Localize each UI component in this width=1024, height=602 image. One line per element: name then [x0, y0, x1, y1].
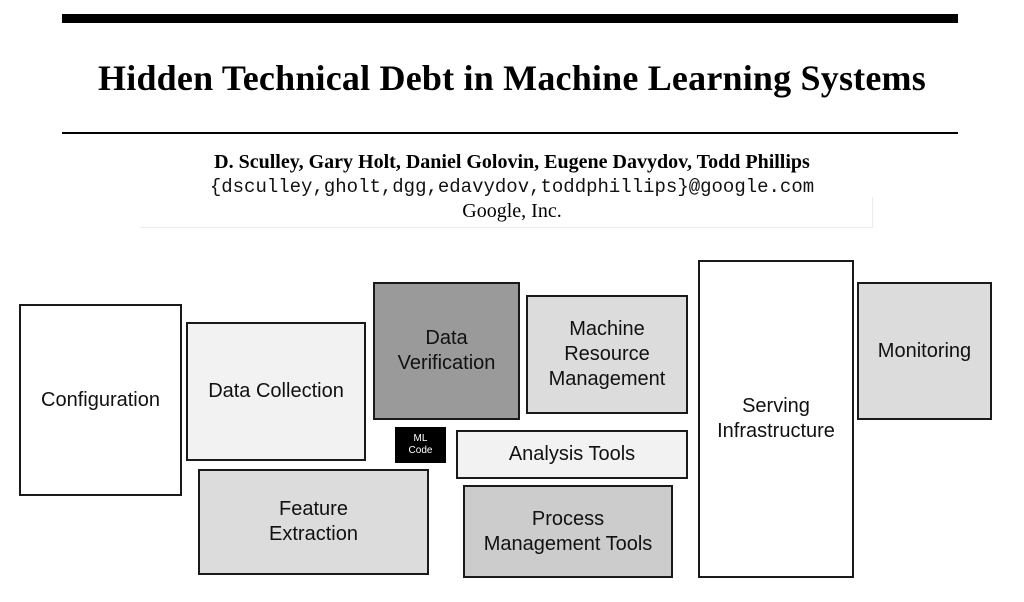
- monitoring-label: Monitoring: [877, 339, 972, 362]
- affiliation-frame: [140, 197, 873, 228]
- data-collection-box: Data Collection: [186, 322, 366, 461]
- analysis-tools-box: Analysis Tools: [456, 430, 688, 479]
- top-rule: [62, 14, 958, 23]
- authors-line: D. Sculley, Gary Holt, Daniel Golovin, E…: [214, 151, 810, 173]
- serving-infrastructure-box: Serving Infrastructure: [698, 260, 854, 578]
- machine-resource-management-box: Machine Resource Management: [526, 295, 688, 414]
- affiliation-line: Google, Inc.: [462, 200, 562, 222]
- process-management-tools-box: Process Management Tools: [463, 485, 673, 578]
- feature-extraction-label: Feature Extraction: [269, 498, 358, 545]
- monitoring-box: Monitoring: [857, 282, 992, 420]
- title-rule: [62, 132, 958, 134]
- feature-extraction-box: Feature Extraction: [198, 469, 429, 575]
- process-management-tools-label: Process Management Tools: [483, 507, 653, 555]
- emails-line: {dsculley,gholt,dgg,edavydov,toddphillip…: [209, 176, 815, 198]
- paper-title: Hidden Technical Debt in Machine Learnin…: [98, 58, 926, 98]
- data-verification-label: Data Verification: [397, 327, 496, 374]
- analysis-tools-label: Analysis Tools: [508, 443, 636, 465]
- configuration-label: Configuration: [41, 388, 160, 411]
- ml-code-box: ML Code: [395, 427, 446, 463]
- data-verification-box: Data Verification: [373, 282, 520, 420]
- data-collection-label: Data Collection: [208, 380, 344, 402]
- machine-resource-management-label: Machine Resource Management: [548, 318, 666, 390]
- configuration-box: Configuration: [19, 304, 182, 496]
- serving-infrastructure-label: Serving Infrastructure: [717, 395, 835, 442]
